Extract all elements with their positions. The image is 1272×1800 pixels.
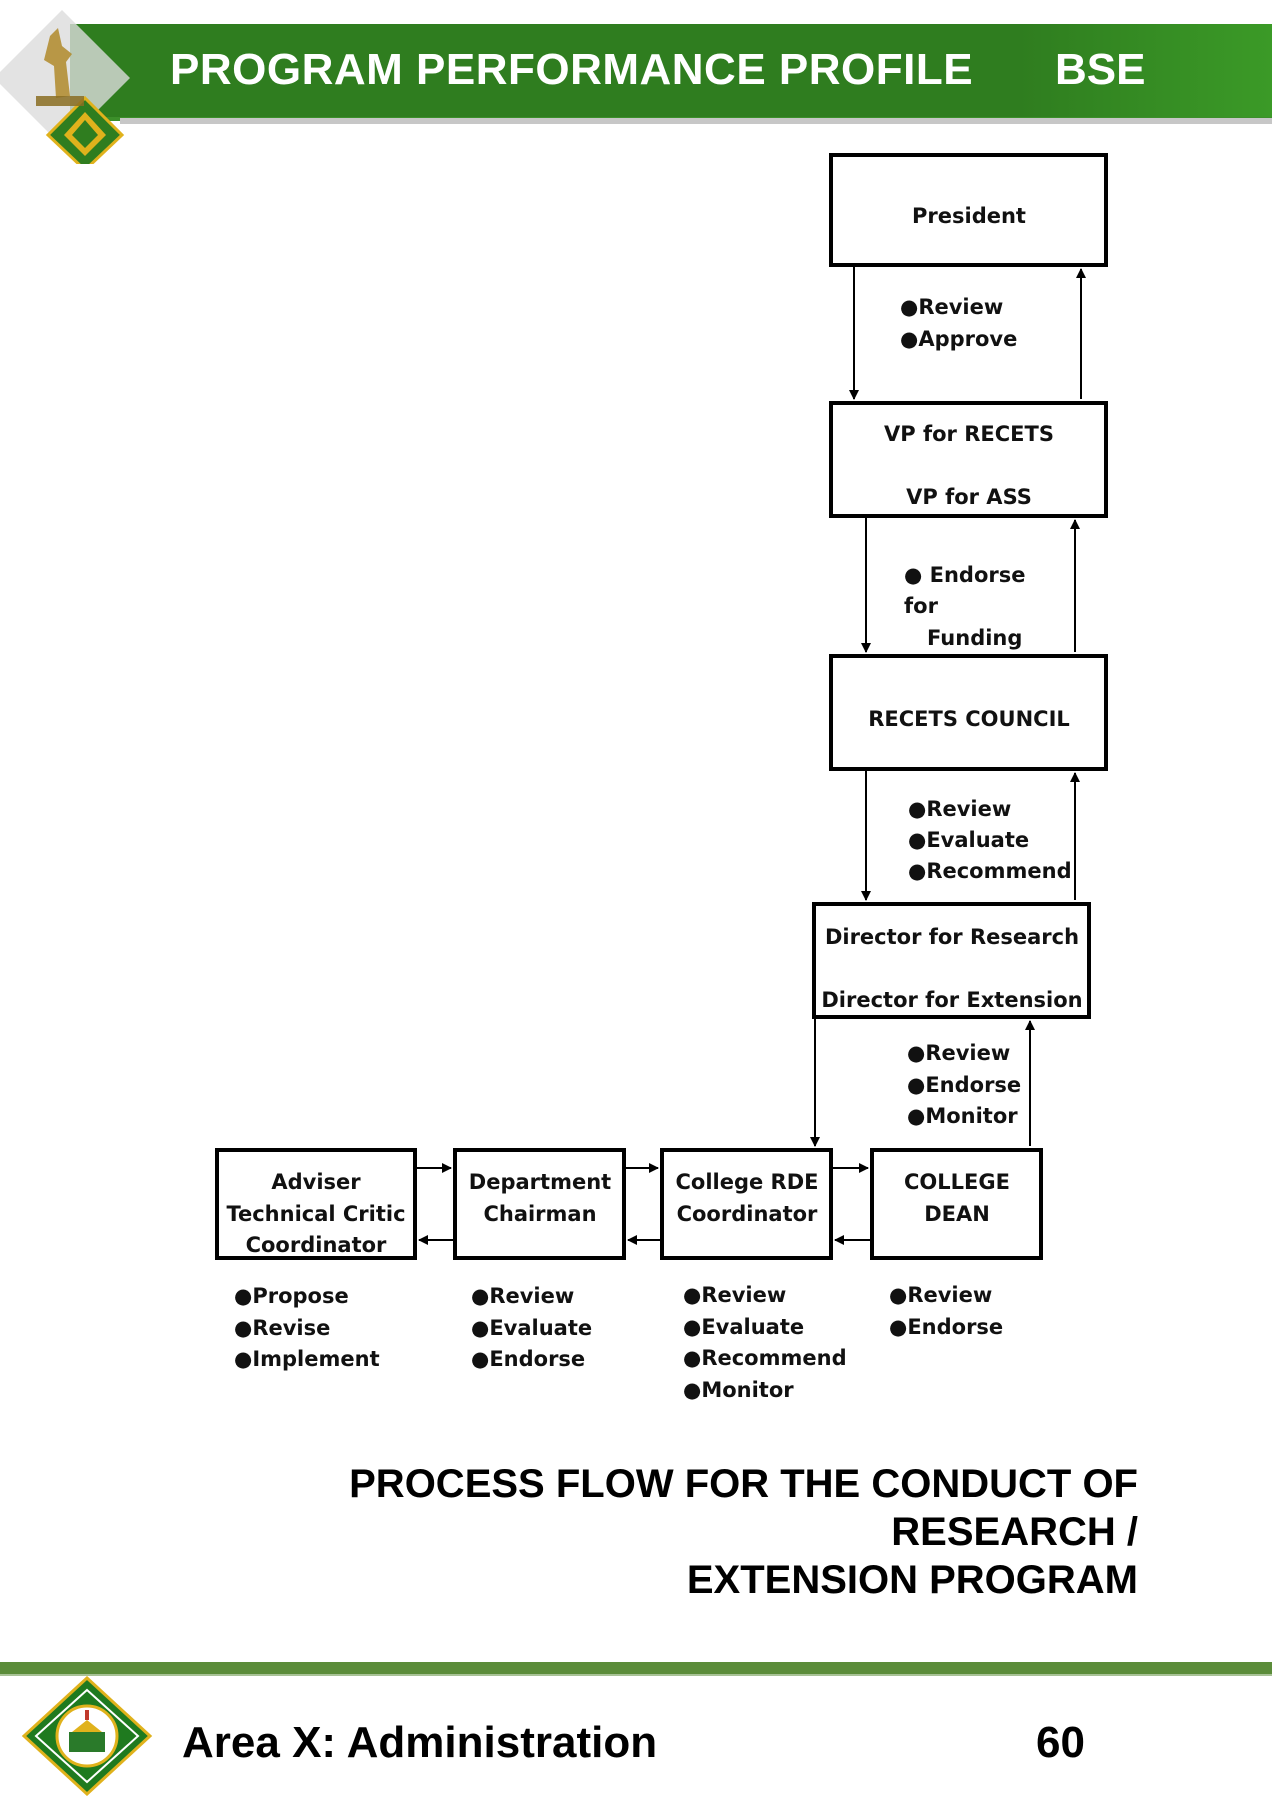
president-action: ●Review bbox=[900, 295, 1003, 319]
council-action: ●Recommend bbox=[908, 859, 1072, 883]
rde-action: ●Monitor bbox=[683, 1378, 794, 1402]
vp-action: ● Endorse bbox=[904, 563, 1026, 587]
caption-line: EXTENSION PROGRAM bbox=[686, 1558, 1138, 1602]
college-dean-label: DEAN bbox=[924, 1202, 990, 1226]
recets-council-label: RECETS COUNCIL bbox=[868, 707, 1070, 731]
chairman-action: ●Review bbox=[471, 1284, 574, 1308]
director-box bbox=[812, 902, 1091, 1019]
area-title: Area X: Administration bbox=[182, 1718, 658, 1767]
council-action: ●Evaluate bbox=[908, 828, 1029, 852]
vp-label: VP for RECETS bbox=[884, 422, 1054, 446]
vp-action: for bbox=[904, 594, 939, 618]
president-action: ●Approve bbox=[900, 327, 1017, 351]
department-chairman-label: Department bbox=[469, 1170, 611, 1194]
president-box bbox=[829, 153, 1108, 267]
adviser-action: ●Propose bbox=[234, 1284, 349, 1308]
college-dean-box bbox=[870, 1148, 1043, 1260]
president-label: President bbox=[912, 204, 1026, 228]
director-action: ●Endorse bbox=[907, 1073, 1021, 1097]
rde-action: ●Review bbox=[683, 1283, 786, 1307]
adviser-box bbox=[215, 1148, 417, 1260]
adviser-label: Adviser bbox=[271, 1170, 361, 1194]
adviser-label: Technical Critic bbox=[226, 1202, 405, 1226]
adviser-action: ●Implement bbox=[234, 1347, 380, 1371]
college-dean-label: COLLEGE bbox=[904, 1170, 1010, 1194]
university-seal-icon bbox=[0, 10, 130, 164]
college-rde-coordinator-box bbox=[660, 1148, 833, 1260]
page-number: 60 bbox=[1036, 1718, 1085, 1767]
college-rde-coordinator-label: Coordinator bbox=[677, 1202, 818, 1226]
dean-action: ●Review bbox=[889, 1283, 992, 1307]
rde-action: ●Recommend bbox=[683, 1346, 847, 1370]
director-label: Director for Research bbox=[825, 925, 1079, 949]
rde-action: ●Evaluate bbox=[683, 1315, 804, 1339]
caption-line: PROCESS FLOW FOR THE CONDUCT OF RESEARCH… bbox=[349, 1462, 1138, 1554]
vp-label: VP for ASS bbox=[906, 485, 1032, 509]
college-rde-coordinator-label: College RDE bbox=[675, 1170, 818, 1194]
program-code: BSE bbox=[1055, 45, 1146, 94]
diagram-caption: PROCESS FLOW FOR THE CONDUCT OF RESEARCH… bbox=[120, 1460, 1138, 1604]
department-chairman-label: Chairman bbox=[483, 1202, 596, 1226]
chairman-action: ●Endorse bbox=[471, 1347, 585, 1371]
header-underline bbox=[120, 118, 1272, 124]
recets-council-box bbox=[829, 654, 1108, 771]
chairman-action: ●Evaluate bbox=[471, 1316, 592, 1340]
department-chairman-box bbox=[453, 1148, 626, 1260]
university-seal-icon bbox=[21, 1676, 153, 1796]
council-action: ●Review bbox=[908, 797, 1011, 821]
header-band-accent bbox=[1020, 24, 1272, 117]
adviser-action: ●Revise bbox=[234, 1316, 330, 1340]
dean-action: ●Endorse bbox=[889, 1315, 1003, 1339]
director-label: Director for Extension bbox=[821, 988, 1082, 1012]
footer-band bbox=[0, 1662, 1272, 1674]
footer-line bbox=[0, 1674, 1272, 1676]
vp-action: Funding bbox=[927, 626, 1022, 650]
vp-box bbox=[829, 401, 1108, 518]
page-header-title: PROGRAM PERFORMANCE PROFILE bbox=[170, 45, 974, 94]
process-flow-diagram: President VP for RECETS VP for ASS RECET… bbox=[215, 153, 1108, 1402]
adviser-label: Coordinator bbox=[246, 1233, 387, 1257]
director-action: ●Review bbox=[907, 1041, 1010, 1065]
director-action: ●Monitor bbox=[907, 1104, 1018, 1128]
